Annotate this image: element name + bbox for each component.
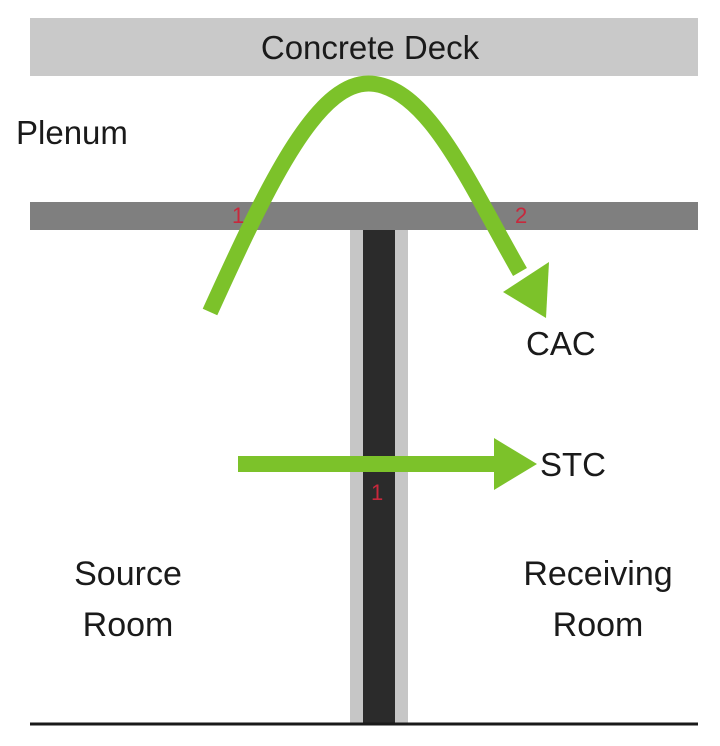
stc-arrowhead-icon: [494, 438, 537, 490]
ceiling-marker-right: 2: [515, 203, 527, 228]
wall-marker: 1: [371, 480, 383, 505]
suspended-ceiling: [30, 202, 698, 230]
partition-wall: [363, 228, 395, 724]
receiving-room-label-line1: Receiving: [523, 555, 672, 593]
receiving-room-label-line2: Room: [553, 606, 644, 644]
stc-label: STC: [540, 446, 606, 483]
cac-path-arrow: [202, 75, 527, 316]
source-room-label-line2: Room: [83, 606, 174, 644]
cac-label: CAC: [526, 325, 596, 362]
concrete-deck: [30, 18, 698, 76]
stc-path-arrow: [238, 456, 500, 472]
source-room-label-line1: Source: [74, 555, 182, 593]
cac-arrowhead-icon: [503, 262, 549, 318]
plenum-label: Plenum: [16, 114, 128, 151]
concrete-deck-label: Concrete Deck: [261, 29, 480, 66]
ceiling-marker-left: 1: [232, 203, 244, 228]
